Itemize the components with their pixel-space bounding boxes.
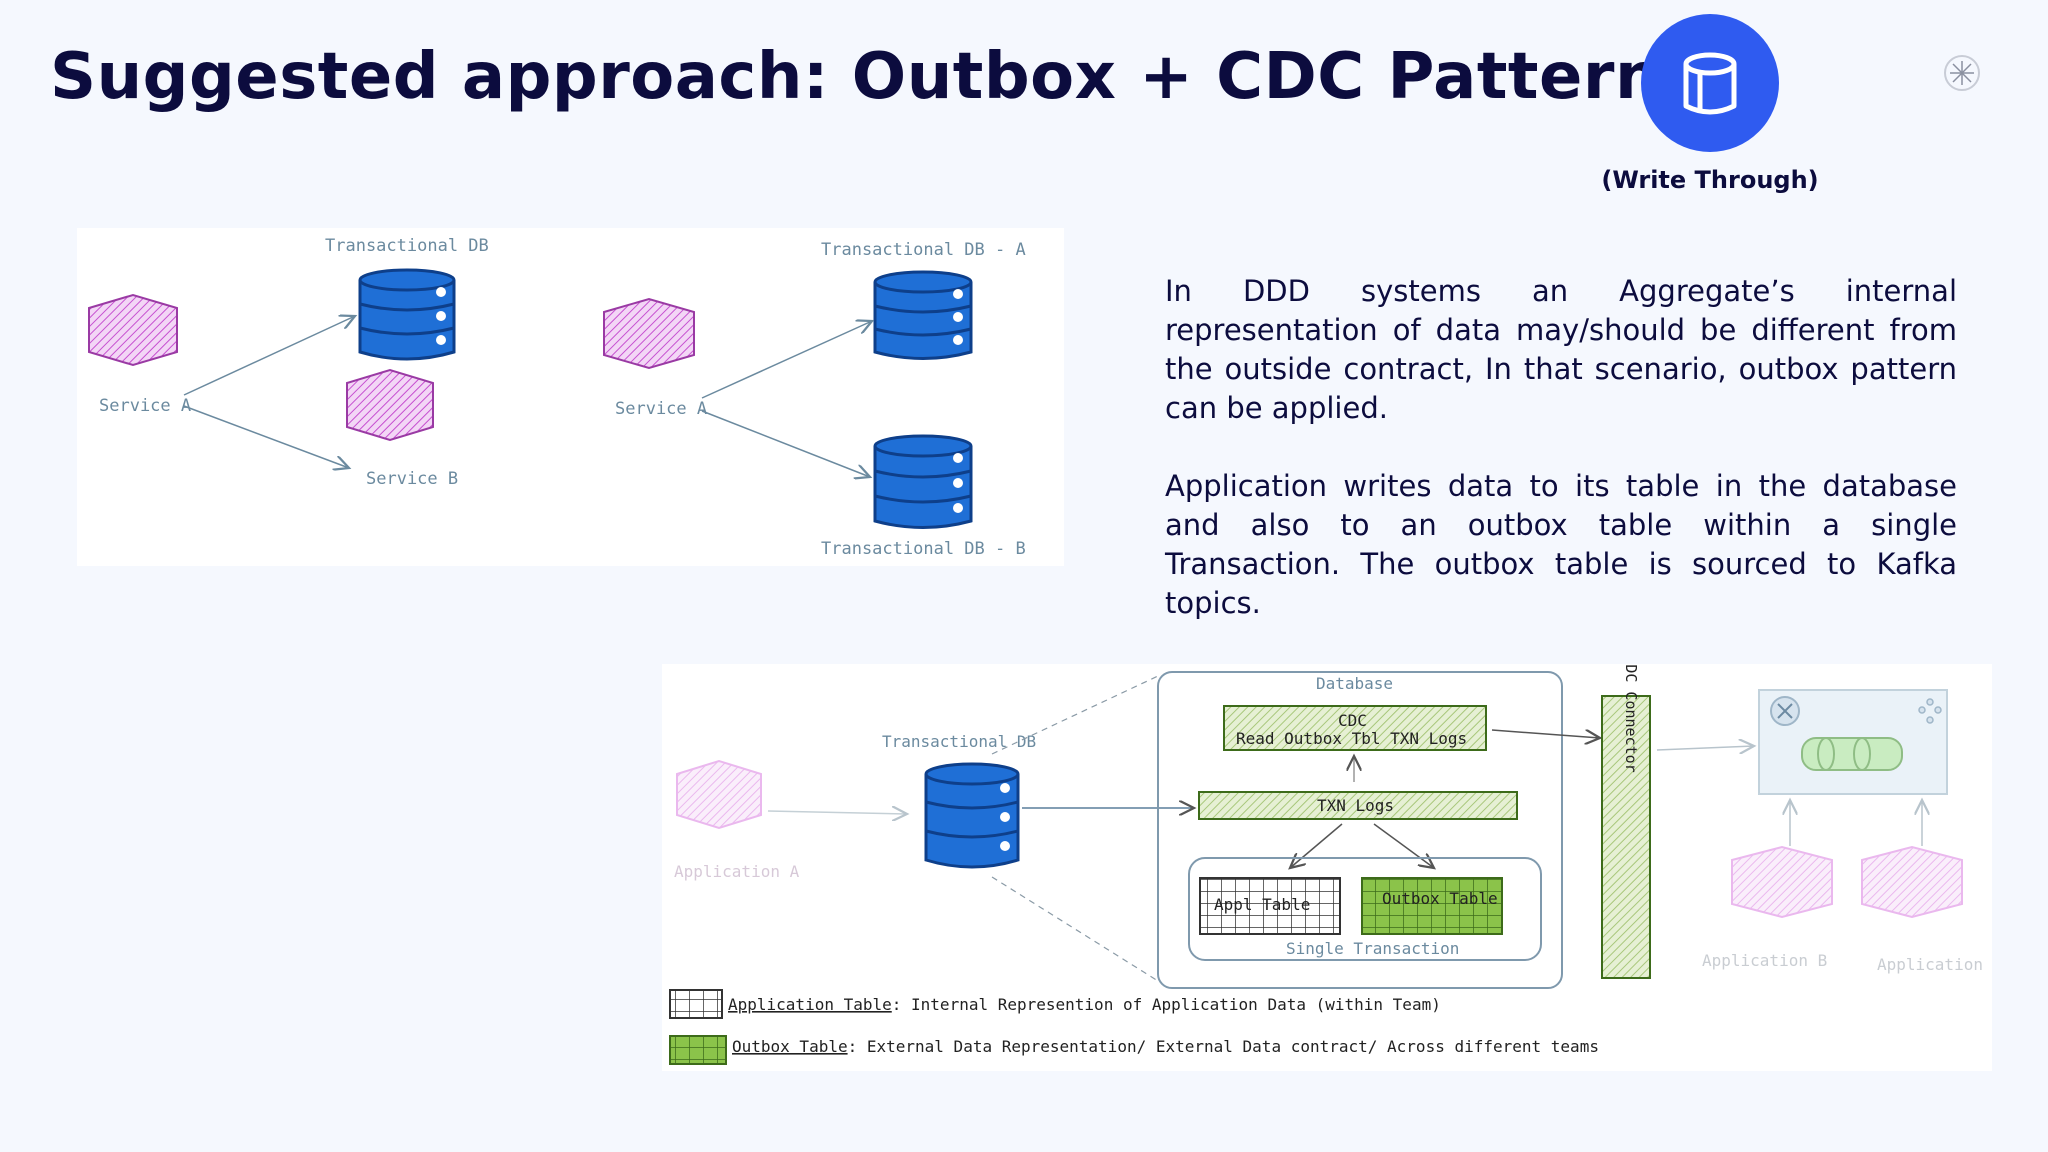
db-b-icon (873, 434, 973, 529)
spark-icon[interactable] (1942, 53, 1982, 93)
service-a-shape (88, 293, 178, 367)
outbox-table-grid (1361, 877, 1503, 935)
database-badge (1641, 14, 1779, 152)
label-txn-logs: TXN Logs (1317, 796, 1394, 815)
application-b-shape (1731, 845, 1833, 919)
badge-caption: (Write Through) (1601, 166, 1819, 194)
slide-title: Suggested approach: Outbox + CDC Pattern… (50, 40, 1700, 114)
database-icon (1683, 52, 1737, 115)
label-appl-table: Appl Table (1214, 895, 1310, 914)
figure-service-db: Transactional DB Service A Service B Ser… (77, 228, 1064, 566)
txn-logs-box (1198, 791, 1518, 820)
label-transactional-db: Transactional DB (325, 236, 489, 256)
cdc-connector (1601, 695, 1651, 979)
legend-appl-name: Application Table (728, 995, 892, 1014)
label-service-a: Service A (99, 396, 191, 416)
label-transactional-db-a: Transactional DB - A (821, 240, 1026, 260)
label-application-c: Application C (1877, 955, 1992, 974)
application-c-shape (1861, 845, 1963, 919)
label-transactional-db-b: Transactional DB - B (821, 539, 1026, 559)
label-single-transaction: Single Transaction (1286, 939, 1459, 958)
label-application-b: Application B (1702, 951, 1827, 970)
db-a-icon (873, 270, 973, 360)
legend-appl-text: : Internal Represention of Application D… (892, 995, 1441, 1014)
legend-outbox-line: Outbox Table: External Data Representati… (732, 1037, 1599, 1056)
service-b-shape (346, 368, 434, 442)
label-application-a: Application A (674, 862, 800, 881)
figure-outbox-cdc: Application A Transactional DB Database … (662, 664, 1992, 1071)
kafka-logo-icon (1770, 696, 1800, 726)
legend-outbox-text: : External Data Representation/ External… (848, 1037, 1599, 1056)
network-icon (1918, 698, 1942, 724)
description: In DDD systems an Aggregate’s internal r… (1165, 272, 1957, 662)
legend-appl-line: Application Table: Internal Represention… (728, 995, 1441, 1014)
cdc-box (1223, 705, 1487, 751)
label-cdc-read: Read Outbox Tbl TXN Logs (1236, 729, 1467, 748)
label-service-b: Service B (366, 469, 458, 489)
label-transactional-db-2: Transactional DB (882, 732, 1036, 751)
db-icon-2 (924, 762, 1020, 869)
topic-cylinder-icon (1801, 737, 1903, 771)
appl-table-grid (1199, 877, 1341, 935)
service-a-right-shape (603, 297, 695, 370)
legend-appl-grid-icon (669, 989, 723, 1019)
label-cdc: CDC (1338, 711, 1367, 730)
label-service-a-right: Service A (615, 399, 707, 419)
legend-outbox-name: Outbox Table (732, 1037, 848, 1056)
label-outbox-table: Outbox Table (1382, 889, 1498, 908)
label-database: Database (1316, 674, 1393, 693)
legend-outbox-grid-icon (669, 1035, 727, 1065)
application-a-shape (676, 759, 762, 830)
label-cdc-connector: CDC Connector (1622, 664, 1640, 773)
db-icon (358, 268, 456, 361)
paragraph-outbox: Application writes data to its table in … (1165, 469, 1957, 620)
paragraph-ddd: In DDD systems an Aggregate’s internal r… (1165, 274, 1957, 425)
